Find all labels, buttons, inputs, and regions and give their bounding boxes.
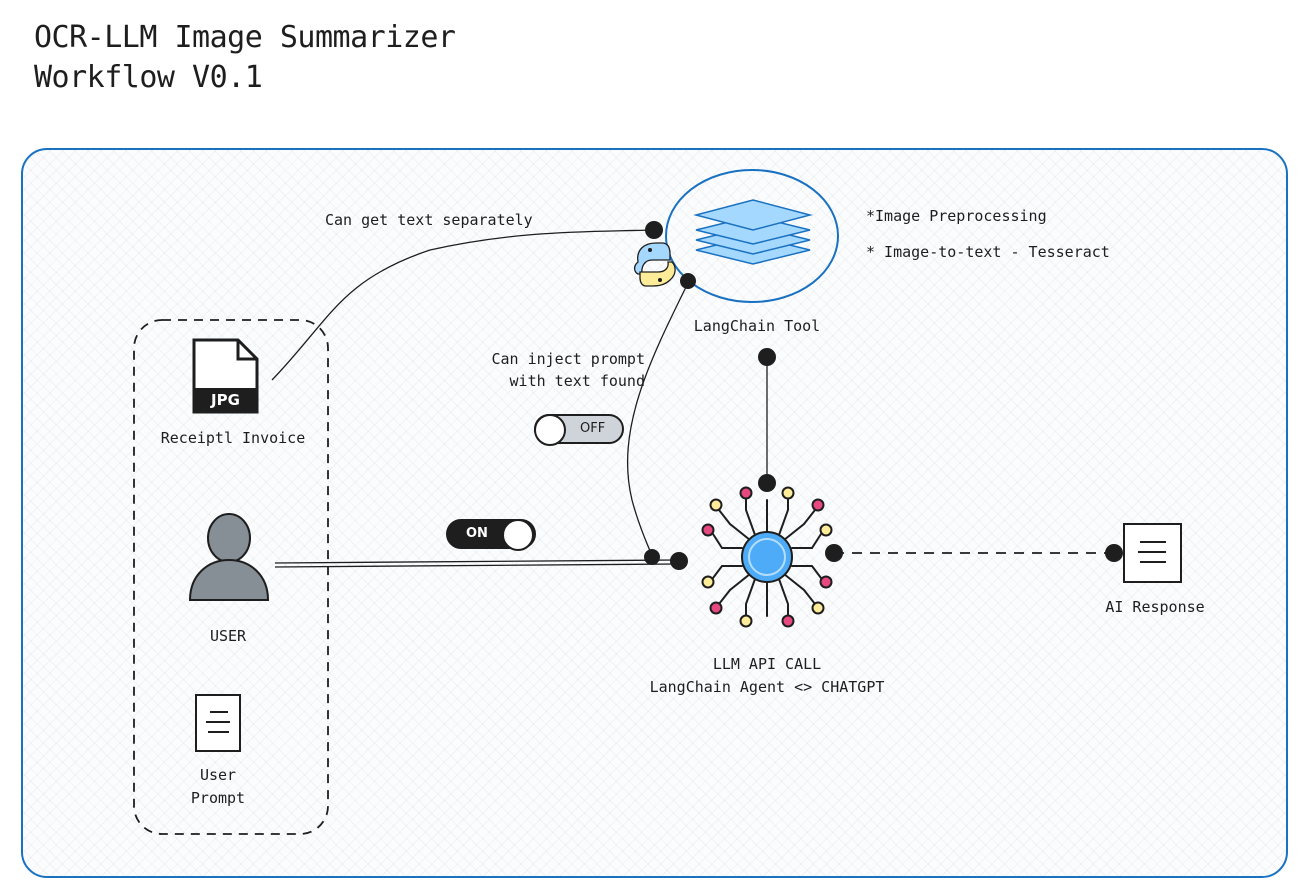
llm-output-dot (825, 544, 843, 562)
can-get-text-label: Can get text separately (325, 211, 533, 229)
langchain-tool-label: LangChain Tool (693, 317, 821, 335)
response-input-dot (1105, 544, 1123, 562)
layers-icon (693, 199, 813, 265)
inject-prompt-toggle[interactable]: OFF (534, 414, 624, 446)
llm-input-dot-1 (644, 549, 660, 565)
tool-to-llm-connector (626, 282, 689, 557)
langchain-tool-circle (665, 169, 839, 303)
jpg-file-icon (192, 338, 259, 414)
receipt-invoice-label: Receiptl Invoice (160, 429, 306, 447)
llm-network-icon (712, 497, 822, 618)
page-title: OCR-LLM Image Summarizer Workflow V0.1 (34, 18, 456, 98)
llm-top-dot (758, 474, 776, 492)
ai-response-label: AI Response (1105, 598, 1205, 616)
user-prompt-toggle[interactable]: ON (446, 519, 536, 551)
inject-prompt-toggle-knob (534, 414, 566, 446)
llm-input-dot-2 (670, 552, 688, 570)
tool-input-dot (645, 221, 663, 239)
workflow-frame (21, 148, 1288, 878)
inject-prompt-toggle-label: OFF (580, 421, 606, 436)
user-to-llm-connector (274, 559, 677, 564)
user-prompt-toggle-knob (502, 519, 534, 551)
user-prompt-document-icon (195, 694, 241, 752)
ai-response-document-icon (1123, 523, 1182, 583)
tool-label-dot (758, 348, 776, 366)
jpg-file-type-label: JPG (211, 391, 240, 409)
llm-api-call-label: LLM API CALL (712, 655, 822, 673)
file-to-tool-connector (271, 229, 653, 381)
user-prompt-label-line-1: User (199, 766, 237, 784)
llm-network-nodes (701, 486, 833, 628)
input-group-box (133, 319, 329, 835)
user-prompt-toggle-label: ON (466, 526, 488, 541)
image-preprocessing-label: *Image Preprocessing (866, 207, 1047, 225)
image-to-text-label: * Image-to-text - Tesseract (866, 243, 1110, 261)
title-line-2: Workflow V0.1 (34, 60, 263, 95)
llm-agent-label: LangChain Agent <> CHATGPT (649, 678, 885, 696)
user-to-llm-connector-2 (274, 563, 677, 568)
python-icon (633, 242, 676, 287)
inject-prompt-label-line-1: Can inject prompt (491, 350, 645, 368)
inject-prompt-label-line-2: with text found (509, 372, 645, 390)
user-label: USER (209, 627, 247, 645)
user-prompt-label-line-2: Prompt (190, 789, 246, 807)
tool-output-dot (680, 273, 696, 289)
user-icon (188, 513, 270, 601)
title-line-1: OCR-LLM Image Summarizer (34, 20, 456, 55)
